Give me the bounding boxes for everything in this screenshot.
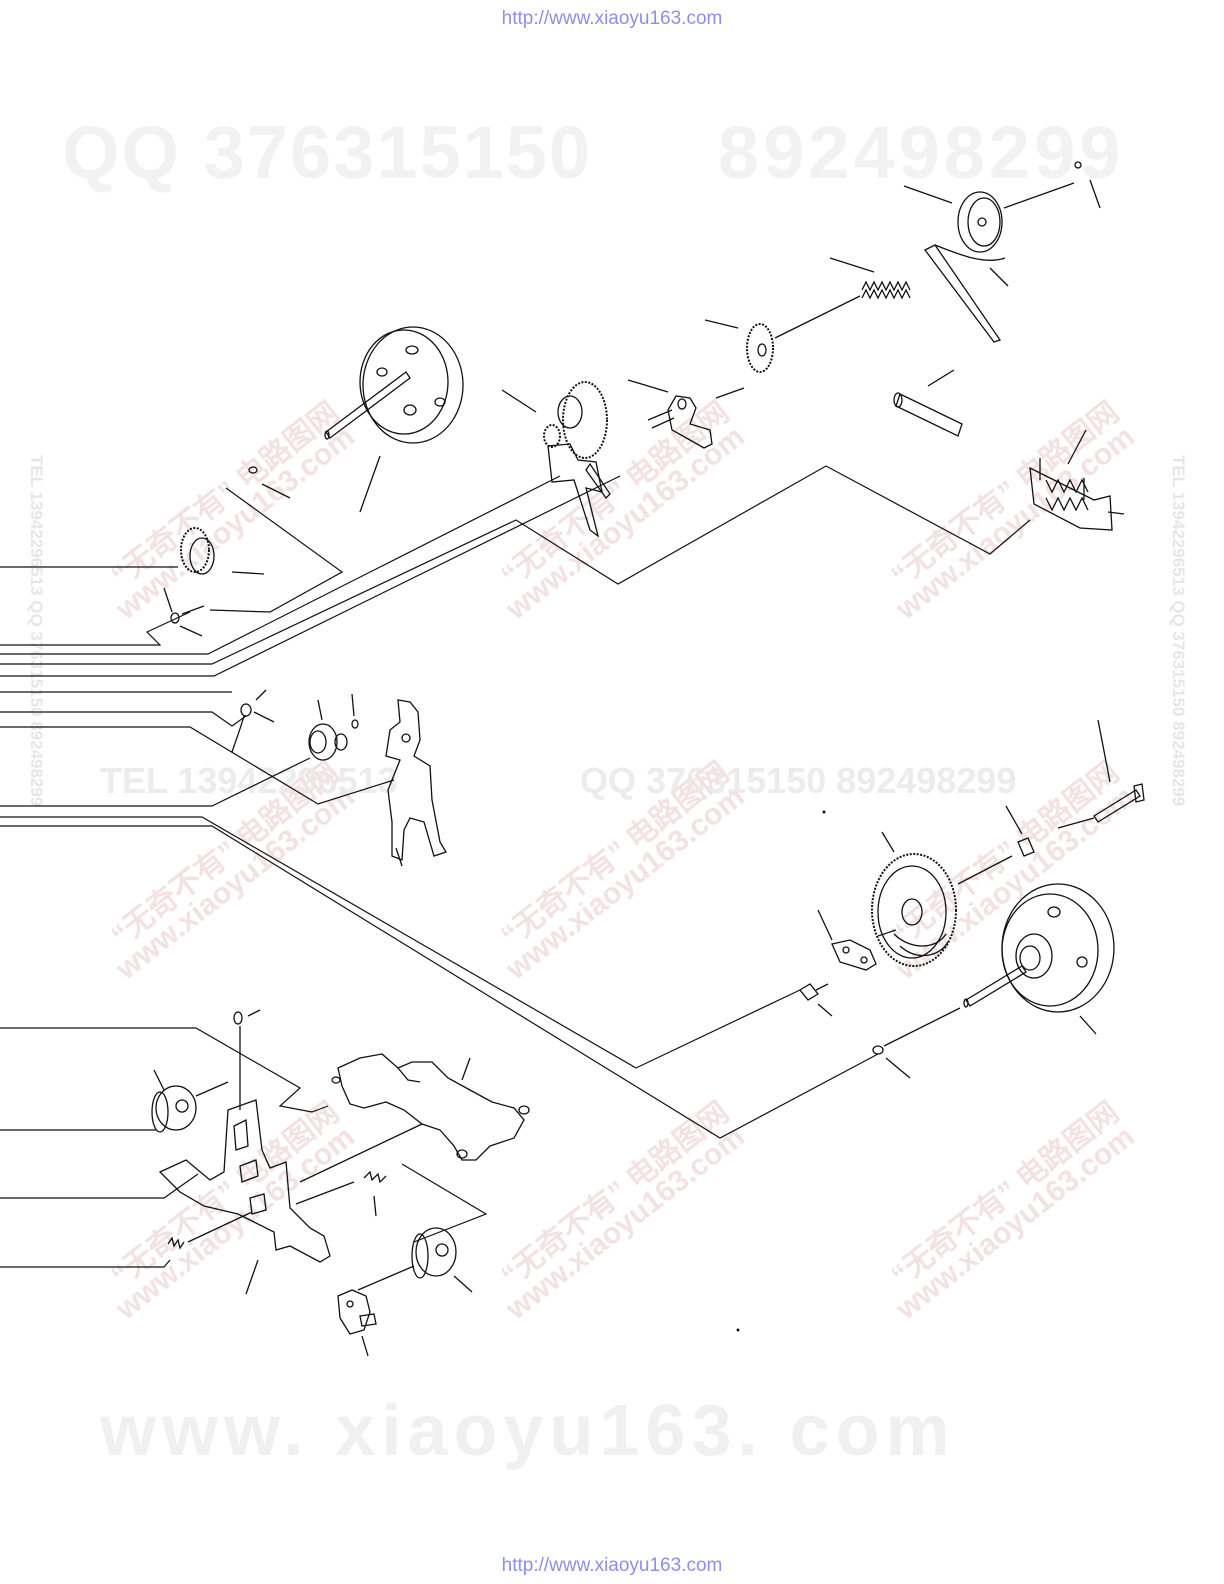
gear-clutch-assembly	[501, 381, 611, 538]
watermark-site: www. xiaoyu163. com	[100, 1391, 956, 1471]
small-spring	[163, 587, 205, 637]
clutch-plate	[817, 909, 897, 971]
header-url[interactable]: http://www.xiaoyu163.com	[501, 8, 723, 29]
small-gear	[704, 295, 861, 373]
pin-shaft	[893, 369, 963, 437]
leader-lines	[0, 465, 1031, 1268]
pinch-roller-small	[308, 693, 359, 761]
watermark-qq2: 892498299	[718, 111, 1125, 194]
spacer-sleeve	[957, 805, 1035, 885]
reel-disc-lower	[872, 883, 1115, 1079]
main-chassis-plate	[158, 1099, 331, 1295]
coil-spring-top	[233, 1009, 261, 1110]
pinch-roller-right	[357, 1227, 473, 1293]
main-gear	[871, 831, 957, 967]
watermark-side-right: TEL 13942296513 QQ 376315150 892498299	[1169, 455, 1188, 807]
worm-spring	[829, 257, 911, 300]
watermark-qq-mid: QQ 376315150 892498299	[580, 760, 1017, 801]
pinch-arm	[337, 1289, 377, 1357]
upper-chassis-frame	[299, 1053, 530, 1183]
footer-url[interactable]: http://www.xiaoyu163.com	[501, 1555, 723, 1576]
watermark-side-left: TEL 13942296513 QQ 376315150 892498299	[27, 455, 46, 807]
lever-bracket	[627, 379, 745, 449]
small-screw	[799, 983, 833, 1017]
cam-gear	[180, 527, 265, 575]
torsion-spring	[231, 689, 275, 753]
screw-long	[1057, 719, 1145, 829]
solenoid-coil	[1029, 429, 1125, 531]
watermark-qq: QQ 376315150	[62, 111, 593, 194]
coil-spring-mid	[295, 1170, 387, 1217]
drive-belt	[924, 244, 1009, 343]
pulley-wheel	[903, 161, 1101, 253]
pinch-roller-left	[151, 1069, 229, 1133]
slide-bracket	[385, 699, 447, 867]
reel-disc	[248, 326, 464, 513]
coil-spring-small	[167, 1211, 253, 1250]
